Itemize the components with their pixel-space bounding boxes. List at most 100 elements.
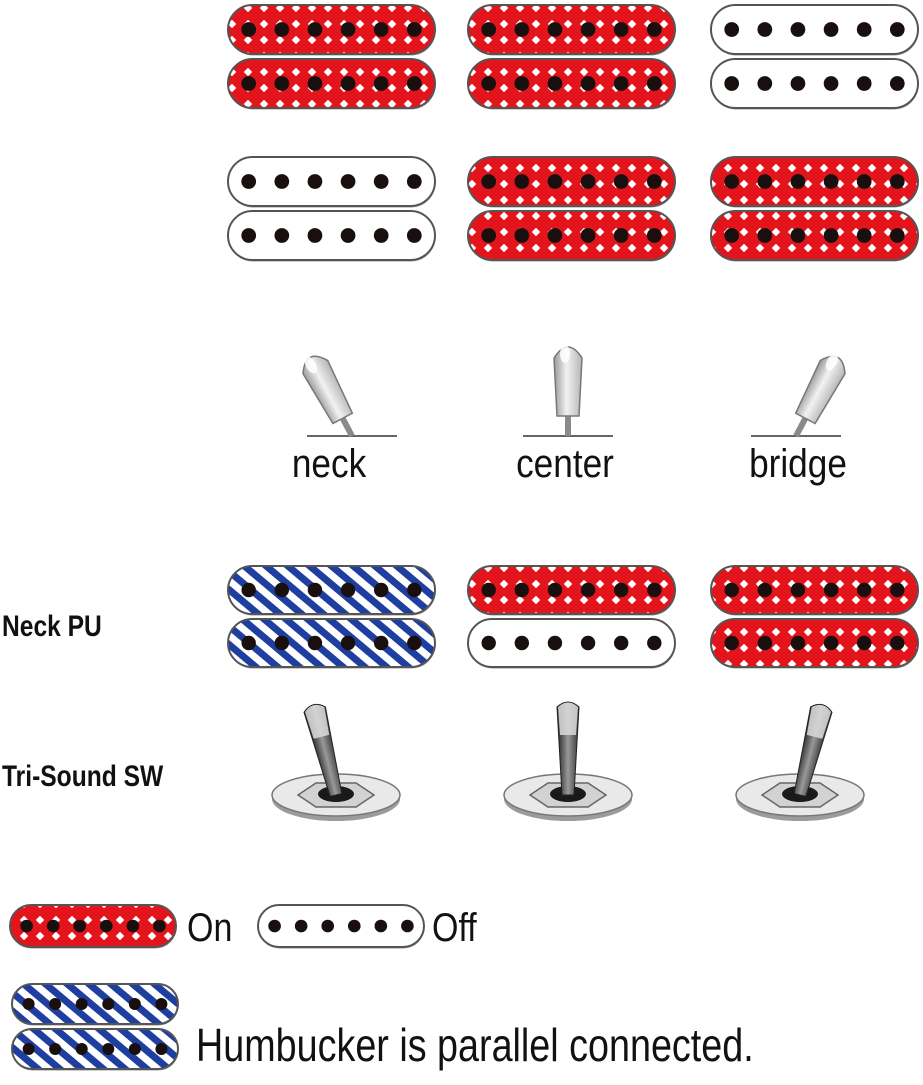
position-label-bridge: bridge: [749, 442, 847, 486]
pole-piece: [155, 998, 168, 1010]
pole-piece: [757, 76, 773, 91]
pole-piece: [790, 228, 806, 243]
toggle-lever: [556, 701, 580, 796]
pole-piece: [890, 582, 905, 598]
pole-piece: [340, 635, 356, 651]
coil-upper: [710, 156, 919, 208]
pole-piece: [547, 582, 563, 598]
pole-piece: [856, 228, 872, 243]
pole-piece: [724, 76, 740, 91]
pole-piece: [340, 76, 356, 91]
upper-pickup-neck: [227, 4, 436, 110]
pole-piece: [22, 1043, 35, 1055]
coil-lower: [467, 618, 676, 669]
pole-piece: [790, 76, 806, 91]
selector-lever: [793, 353, 846, 438]
pole-piece: [823, 228, 839, 243]
pole-piece: [757, 228, 773, 243]
upper-pickup-center: [467, 4, 676, 110]
pole-piece: [856, 22, 872, 37]
pole-piece: [481, 22, 497, 37]
pole-piece: [241, 228, 257, 243]
pole-piece: [856, 635, 872, 651]
legend-parallel-label: Humbucker is parallel connected.: [196, 1019, 754, 1071]
pole-piece: [514, 174, 530, 189]
pole-piece: [75, 1043, 88, 1055]
pole-piece: [373, 635, 389, 651]
pole-piece: [823, 22, 839, 37]
pole-piece: [99, 919, 113, 933]
coil-lower: [710, 58, 919, 110]
pole-piece: [274, 76, 290, 91]
pole-piece: [790, 174, 806, 189]
pole-piece: [890, 635, 905, 651]
coil-upper: [467, 156, 676, 208]
pole-piece: [374, 919, 388, 933]
tri-sound-toggle-bridge: [735, 703, 865, 821]
pole-piece: [347, 919, 361, 933]
pole-piece: [547, 174, 563, 189]
pole-piece: [406, 76, 422, 91]
pole-piece: [340, 174, 356, 189]
legend-on-label: On: [187, 906, 233, 950]
pole-piece: [547, 76, 563, 91]
row-label-tri-sound: Tri-Sound SW: [2, 760, 164, 793]
pole-piece: [373, 582, 389, 598]
coil-upper: [11, 983, 179, 1026]
lower-pickup-neck: [227, 156, 436, 262]
pole-piece: [75, 998, 88, 1010]
coil-upper: [227, 4, 436, 56]
pole-piece: [856, 174, 872, 189]
pole-piece: [294, 919, 308, 933]
pole-piece: [613, 635, 629, 651]
pole-piece: [49, 998, 62, 1010]
row-label-neck-pu: Neck PU: [2, 610, 102, 643]
coil-lower: [11, 1028, 179, 1071]
selector-lever: [553, 345, 583, 436]
pole-piece: [889, 22, 905, 37]
pole-piece: [889, 228, 905, 243]
pole-piece: [49, 1043, 62, 1055]
legend-off-label: Off: [432, 906, 477, 950]
coil-lower: [710, 618, 919, 669]
pole-piece: [646, 174, 662, 189]
pole-piece: [856, 582, 872, 598]
pole-piece: [724, 228, 740, 243]
pole-piece: [823, 635, 839, 651]
selector-switch-center: [523, 345, 613, 437]
neck-pu-bridge: [710, 565, 919, 669]
pole-piece: [547, 22, 563, 37]
pole-piece: [823, 76, 839, 91]
pole-piece: [481, 174, 497, 189]
upper-pickup-bridge: [710, 4, 919, 110]
pole-piece: [790, 582, 806, 598]
pole-piece: [757, 22, 773, 37]
pole-piece: [757, 174, 773, 189]
coil-upper: [227, 156, 436, 208]
tri-sound-toggle-neck: [271, 703, 401, 821]
pole-piece: [580, 22, 596, 37]
pole-piece: [373, 228, 389, 243]
pole-piece: [73, 919, 87, 933]
pole-piece: [241, 22, 257, 37]
pole-piece: [613, 174, 629, 189]
pole-piece: [274, 22, 290, 37]
pole-piece: [401, 919, 414, 933]
pole-piece: [646, 228, 662, 243]
pole-piece: [307, 22, 323, 37]
pole-piece: [241, 635, 256, 651]
pole-piece: [724, 582, 739, 598]
pole-piece: [274, 174, 290, 189]
pole-piece: [580, 582, 596, 598]
pole-piece: [373, 174, 389, 189]
lower-pickup-bridge: [710, 156, 919, 262]
coil-upper: [227, 565, 436, 616]
pole-piece: [547, 228, 563, 243]
coil-lower: [227, 618, 436, 669]
selector-switch-bridge: [751, 353, 846, 438]
pole-piece: [646, 22, 662, 37]
pole-piece: [856, 76, 872, 91]
tri-sound-toggle-center: [503, 701, 633, 821]
pole-piece: [481, 228, 497, 243]
